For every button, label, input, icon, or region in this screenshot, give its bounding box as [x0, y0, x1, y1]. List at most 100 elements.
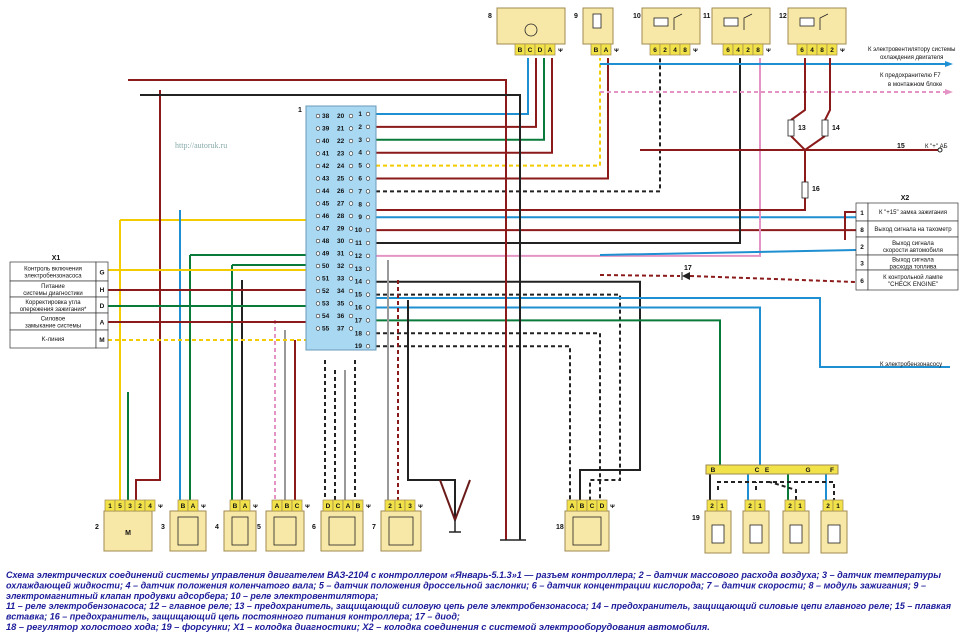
svg-text:13: 13 — [798, 125, 806, 132]
pin-A: A — [275, 503, 280, 510]
pin-hole — [315, 288, 321, 294]
pin-hole — [315, 251, 321, 256]
svg-text:"CHECK ENGINE": "CHECK ENGINE" — [888, 282, 938, 288]
pin-4: 4 — [148, 503, 152, 510]
relay-coil-icon — [653, 17, 669, 27]
svg-text:К "+15" замка зажигания: К "+15" замка зажигания — [879, 210, 947, 216]
controller-pin-26: 26 — [337, 188, 345, 195]
pin-hole — [365, 305, 371, 310]
wire — [599, 249, 857, 256]
pin-hole — [348, 176, 354, 181]
pin-hole — [365, 111, 371, 117]
controller-pin-10: 10 — [355, 227, 363, 234]
pin-cell — [187, 499, 199, 512]
wire — [717, 481, 835, 500]
pin-1: 1 — [720, 503, 724, 510]
controller-pin-45: 45 — [322, 201, 330, 208]
controller-pin-15: 15 — [355, 292, 363, 299]
controller-pin-5: 5 — [358, 163, 362, 170]
ground-mark-icon: ᴪ — [366, 503, 371, 510]
controller-pin-20: 20 — [337, 113, 345, 120]
pin-B: B — [594, 47, 599, 54]
controller-pin-9: 9 — [358, 214, 362, 221]
relay-switch-icon — [673, 13, 683, 30]
relay-switch-icon — [743, 13, 753, 30]
controller-pin-3: 3 — [358, 137, 362, 144]
pin-2: 2 — [830, 47, 834, 54]
pin-2: 2 — [388, 503, 392, 510]
wire — [376, 58, 761, 257]
controller-pin-54: 54 — [322, 313, 330, 320]
pin-hole — [348, 163, 354, 169]
fuse-16: 16 — [801, 181, 820, 199]
caption-line: 11 – реле электробензонасоса; 12 – главн… — [6, 601, 951, 612]
svg-text:Контроль включения: Контроль включения — [24, 267, 82, 273]
pin-hole — [315, 301, 321, 306]
bar-letter-G: G — [805, 467, 810, 474]
wire — [376, 332, 601, 500]
caption-line: Схема электрических соединений системы у… — [6, 570, 941, 581]
ground-mark-icon: ᴪ — [201, 503, 206, 510]
ground-mark-icon: ᴪ — [840, 47, 845, 54]
pin-hole — [348, 238, 354, 244]
pin-cell — [404, 499, 416, 512]
pin-hole — [348, 301, 354, 306]
pin-8: 8 — [683, 47, 687, 54]
wire — [844, 211, 856, 240]
controller-pin-29: 29 — [337, 226, 345, 233]
pin-hole — [348, 151, 354, 156]
controller-pin-21: 21 — [337, 126, 345, 133]
pin-4: 4 — [673, 47, 677, 54]
pin-hole — [315, 151, 321, 156]
controller-pin-34: 34 — [337, 288, 345, 295]
wire — [376, 58, 741, 244]
controller-pin-30: 30 — [337, 238, 345, 245]
pin-hole — [348, 276, 354, 281]
controller-pin-42: 42 — [322, 163, 330, 170]
wire — [790, 58, 806, 121]
controller-pin-17: 17 — [355, 317, 363, 324]
pin-hole — [365, 124, 371, 129]
pin-hole — [348, 226, 354, 231]
controller-pin-50: 50 — [322, 263, 330, 270]
pin-hole — [315, 313, 321, 319]
ground-mark-icon: ᴪ — [614, 47, 619, 54]
svg-text:Корректировка угла: Корректировка угла — [25, 300, 81, 306]
pin-6: 6 — [726, 47, 730, 54]
injector-bus-bar — [705, 464, 839, 475]
pin-1: 1 — [758, 503, 762, 510]
controller-pin-24: 24 — [337, 163, 345, 170]
pin-hole — [365, 150, 371, 155]
relay-coil-icon — [723, 17, 739, 27]
wire — [140, 94, 521, 540]
arrow-icon — [945, 89, 953, 95]
diode-17: 17 — [681, 265, 692, 280]
ground-mark-icon: ᴪ — [693, 47, 698, 54]
wire — [376, 58, 537, 128]
controller-pin-8: 8 — [358, 201, 362, 208]
controller-pin-53: 53 — [322, 301, 330, 308]
coil-icon — [524, 23, 538, 37]
fuse-f7-label: К предохранителю F7 — [880, 73, 941, 79]
sensor-symbol-icon — [231, 516, 249, 546]
pin-B: B — [580, 503, 585, 510]
x2-pin-1: 1 — [860, 210, 864, 217]
svg-text:электробензонасоса: электробензонасоса — [24, 274, 82, 280]
controller-pin-37: 37 — [337, 326, 345, 333]
injector-symbol-icon — [711, 524, 725, 544]
ground-mark-icon: ᴪ — [610, 503, 615, 510]
x1-pin-A: A — [100, 320, 105, 327]
pin-cell — [544, 43, 556, 56]
controller-pin-43: 43 — [322, 176, 330, 183]
pin-hole — [348, 213, 354, 219]
x2-row: 1 К "+15" замка зажигания — [855, 202, 959, 222]
